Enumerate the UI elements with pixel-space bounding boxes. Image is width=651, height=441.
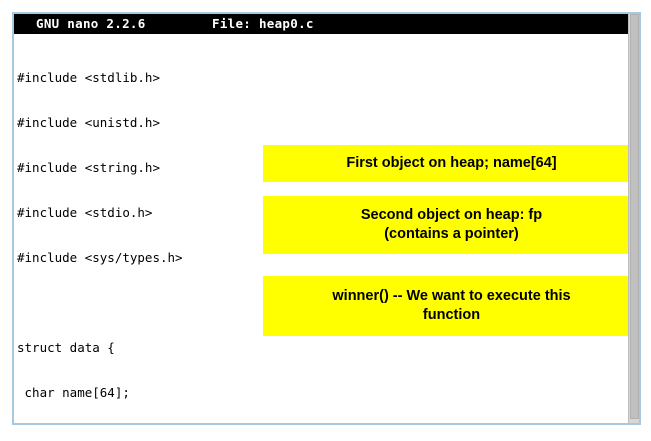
vertical-scrollbar[interactable] [628, 14, 639, 423]
callout-text: winner() -- We want to execute this [332, 288, 571, 304]
nano-file-name-label: File: heap0.c [212, 16, 314, 31]
code-line: #include <stdlib.h> [17, 70, 160, 85]
callout-text: First object on heap; name[64] [346, 155, 557, 171]
nano-app-version-label: GNU nano 2.2.6 [36, 16, 146, 31]
callout-first-object: First object on heap; name[64] [263, 145, 639, 182]
code-line: #include <stdio.h> [17, 205, 153, 220]
callout-second-object: Second object on heap: fp (contains a po… [263, 196, 639, 254]
callout-winner-function: winner() -- We want to execute this func… [263, 276, 639, 336]
code-line: char name[64]; [17, 385, 130, 400]
code-line: #include <unistd.h> [17, 115, 160, 130]
code-line: #include <string.h> [17, 160, 160, 175]
nano-title-bar: GNU nano 2.2.6 File: heap0.c [14, 14, 631, 34]
scrollbar-thumb[interactable] [630, 14, 639, 419]
code-line: #include <sys/types.h> [17, 250, 183, 265]
code-line: struct data { [17, 340, 115, 355]
nano-editor-window: GNU nano 2.2.6 File: heap0.c #include <s… [12, 12, 641, 425]
callout-text: (contains a pointer) [384, 226, 519, 242]
callout-text: Second object on heap: fp [360, 207, 543, 223]
callout-text: function [422, 307, 481, 323]
